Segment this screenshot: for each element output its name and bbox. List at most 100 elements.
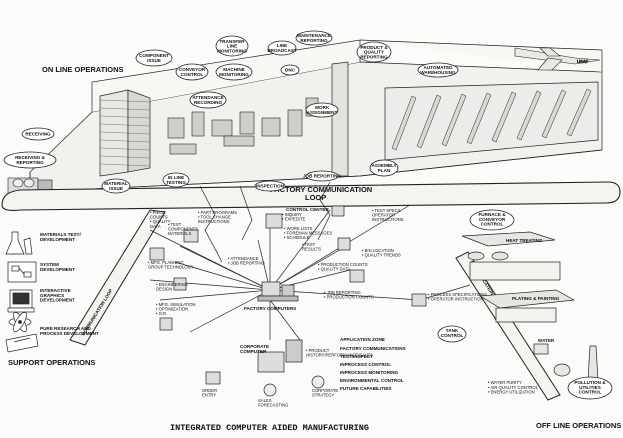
center-note: • BIN LOCATION• QUALITY TRENDS — [362, 248, 401, 258]
storage-shelves — [99, 99, 151, 167]
center-note: • INQUIRY• EXPEDITE — [282, 212, 306, 222]
function-bubble — [215, 63, 253, 81]
tank-control-bubble — [437, 325, 467, 343]
function-bubble — [356, 41, 392, 63]
terminal-icon — [7, 289, 35, 313]
shelf-line — [99, 155, 151, 159]
application-zone-item: TEST/INSPECT — [340, 354, 373, 359]
warehouse-rack — [541, 89, 567, 139]
factory-building — [29, 39, 603, 193]
online-operations-label: ON LINE OPERATIONS — [42, 65, 124, 74]
diagram-title: INTEGRATED COMPUTER AIDED MANUFACTURING — [170, 423, 369, 433]
application-zone-item: FUTURE CAPABILITIES — [340, 386, 391, 391]
warehouse-rack — [441, 93, 467, 147]
function-bubble — [267, 40, 297, 56]
flowchart-icon — [7, 261, 37, 283]
warehouse-rack — [466, 92, 492, 145]
heat-treating-label: HEAT TREATING — [506, 238, 543, 243]
function-bubble — [189, 91, 227, 109]
control-center-console — [265, 213, 283, 229]
function-bubble — [135, 49, 173, 67]
support-icons — [5, 231, 39, 353]
function-bubble — [215, 35, 249, 57]
warehouse-rack — [391, 95, 417, 151]
flask-icon — [5, 231, 33, 255]
offline-equipment — [461, 231, 599, 381]
application-zone: APPLICATION ZONE FACTORY COMMUNICATIONS T… — [340, 337, 406, 391]
aircraft-marking: USAF — [577, 59, 589, 64]
application-zone-item: ENVIRONMENTAL CONTROL — [340, 378, 404, 383]
center-note: • JOB REPORTING• PRODUCTION COUNTS — [324, 290, 374, 300]
function-bubble-label: RECEIVING — [25, 132, 51, 137]
function-bubble — [254, 180, 286, 192]
factory-loop-title-2: LOOP — [305, 193, 326, 202]
center-note: • PROCESS SPECIFICATIONS• OPERATOR INSTR… — [428, 292, 487, 302]
warehouse-rack — [516, 90, 542, 141]
function-bubble-label: INSPECTION — [256, 184, 285, 189]
shelf-line — [99, 99, 151, 103]
drafting-icon — [5, 333, 39, 353]
shelf-line — [99, 115, 151, 119]
function-bubble — [295, 30, 333, 46]
shelf-line — [99, 131, 151, 135]
utilities-list: • WATER PURITY• AIR QUALITY CONTROL• ENE… — [488, 380, 539, 395]
application-zone-item: FACTORY COMMUNICATIONS — [340, 346, 406, 351]
center-note: • ATTENDANCE• JOB REPORTING — [228, 256, 265, 266]
function-bubble — [3, 151, 57, 169]
center-note: • MFG. SIMULATION• OPTIMIZATION• O.R. — [156, 302, 196, 316]
offline-operations-label: OFF LINE OPERATIONS — [536, 421, 621, 430]
function-bubble — [280, 64, 300, 76]
shelf-line — [99, 123, 151, 127]
warehouse-rack — [491, 91, 517, 143]
shelf-line — [99, 163, 151, 167]
function-bubble — [369, 159, 399, 177]
central-computers — [149, 205, 427, 397]
function-bubble — [101, 178, 131, 194]
shelf-line — [99, 139, 151, 143]
factory-loop-title: FACTORY COMMUNICATION — [270, 185, 372, 194]
warehouse-rack — [566, 88, 592, 137]
function-bubble — [21, 127, 55, 141]
furnace-bubble — [469, 209, 515, 231]
application-zone-item: INPROCESS CONTROL — [340, 362, 391, 367]
shelf-line — [99, 147, 151, 151]
application-zone-heading: APPLICATION ZONE — [340, 337, 385, 342]
function-bubble — [162, 172, 190, 188]
water-label: WATER — [538, 338, 555, 343]
support-item-label: MATERIALS TEST/DEVELOPMENT — [40, 232, 81, 242]
